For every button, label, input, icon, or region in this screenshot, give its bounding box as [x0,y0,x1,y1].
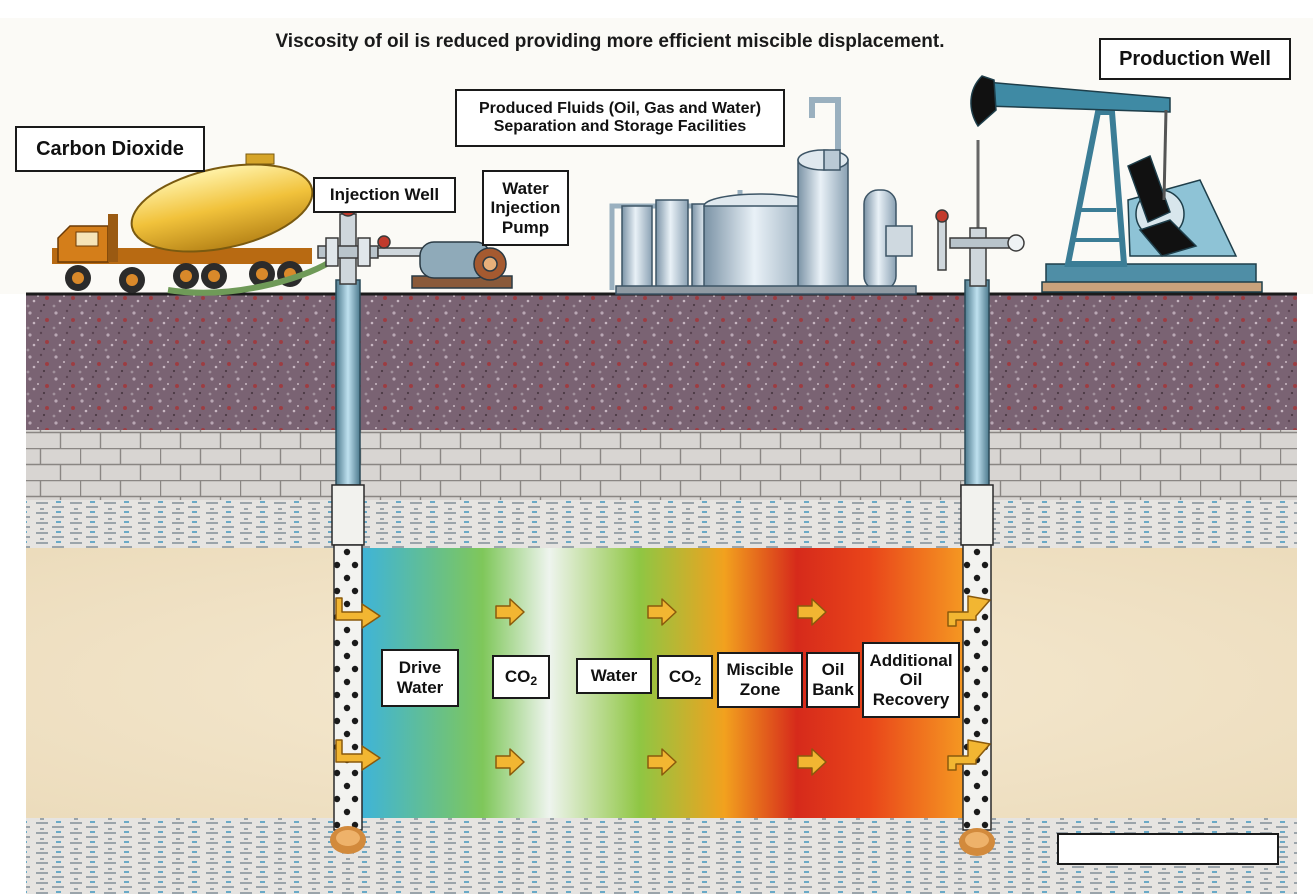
diagram-headline: Viscosity of oil is reduced providing mo… [275,31,945,52]
water-injection-pump [411,241,513,289]
produced-fluids-label: Produced Fluids (Oil, Gas and Water) Sep… [455,89,785,147]
water-zone-label: Water [576,658,652,694]
blank-label-box [1057,833,1279,865]
carbon-dioxide-label: Carbon Dioxide [15,126,205,172]
co2-zone-label-second: CO2 [657,655,713,699]
injection-well-label: Injection Well [313,177,456,213]
water-injection-pump-label: Water Injection Pump [482,170,569,246]
miscible-zone-label: Miscible Zone [717,652,803,708]
production-well-label: Production Well [1099,38,1291,80]
flow-arrows [335,595,991,776]
oil-bank-label: Oil Bank [806,652,860,708]
drive-water-label: Drive Water [381,649,459,707]
co2-zone-label-first: CO2 [492,655,550,699]
additional-oil-recovery-label: Additional Oil Recovery [862,642,960,718]
pump-jack [970,75,1263,293]
production-wellhead [935,140,1025,287]
co2-tanker-truck [52,153,332,296]
separation-storage-facilities [609,97,917,295]
